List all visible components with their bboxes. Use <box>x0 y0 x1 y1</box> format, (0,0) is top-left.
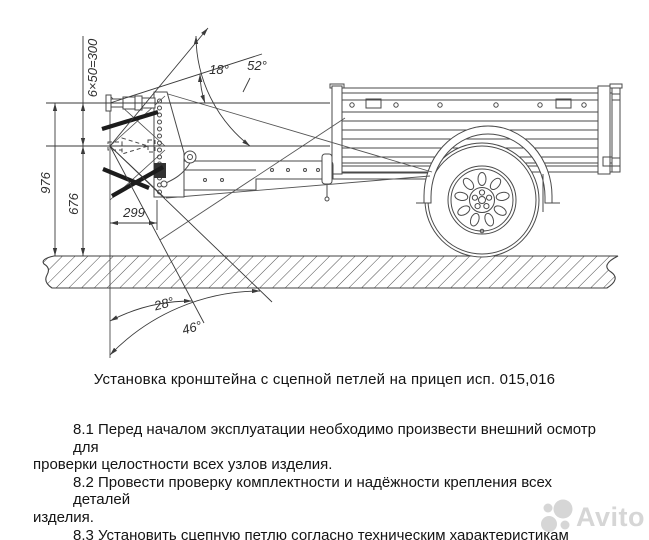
rim-holes <box>454 172 510 227</box>
avito-logo-icon <box>541 499 573 532</box>
dim-offset: 299 <box>122 205 145 220</box>
watermark-label: Avito <box>576 502 645 532</box>
instruction-line: 8.2 Провести проверку комплектности и на… <box>73 473 553 509</box>
dimensions <box>46 27 330 356</box>
angle-down-inner: 28° <box>151 294 175 314</box>
fender <box>416 125 560 212</box>
safety-cable <box>160 150 197 188</box>
instruction-line: изделия. <box>33 508 94 526</box>
angle-up-outer: 52° <box>247 58 267 73</box>
technical-drawing: 976 676 6×50=300 299 18° 52° 28° 46° <box>38 27 623 358</box>
watermark: Avito <box>538 497 645 537</box>
instruction-paragraph: 8.3 Установить сцепную петлю согласно те… <box>33 527 613 540</box>
instruction-line: 8.3 Установить сцепную петлю согласно те… <box>73 526 569 540</box>
angle-up-inner: 18° <box>209 62 229 77</box>
dim-hole-pitch: 6×50=300 <box>85 38 100 97</box>
dim-overall-height: 976 <box>38 171 53 193</box>
instruction-paragraph: 8.2 Провести проверку комплектности и на… <box>33 474 613 527</box>
instruction-line: проверки целостности всех узлов изделия. <box>33 456 333 474</box>
angle-down-outer: 46° <box>180 318 203 338</box>
instruction-paragraph: 8.1 Перед началом эксплуатации необходим… <box>33 421 613 474</box>
ground-hatch <box>42 255 619 289</box>
drawbar <box>162 153 334 202</box>
dim-lower-height: 676 <box>66 192 81 214</box>
instruction-line: 8.1 Перед началом эксплуатации необходим… <box>73 421 596 456</box>
rotated-coupling-bars <box>101 109 165 198</box>
instructions-text: 8.1 Перед началом эксплуатации необходим… <box>33 421 613 540</box>
drawing-caption: Установка кронштейна с сцепной петлей на… <box>93 371 556 388</box>
